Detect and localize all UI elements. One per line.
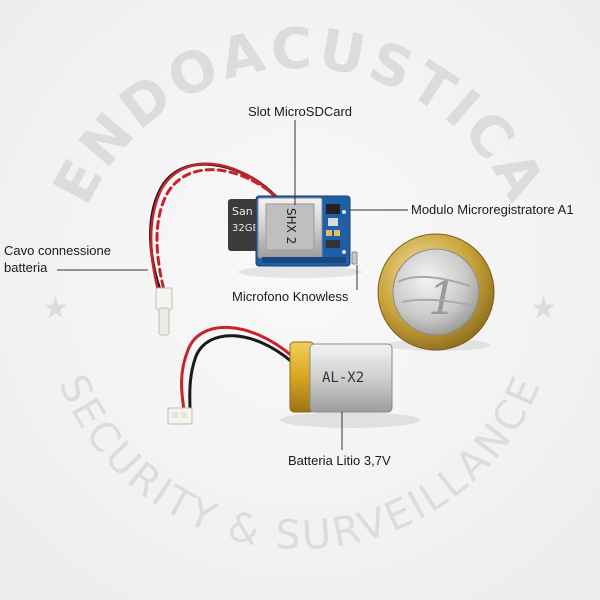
battery-marking-text: AL-X2 (322, 370, 364, 386)
sd-brand-text: San (232, 205, 253, 218)
label-modulo: Modulo Microregistratore A1 (411, 202, 574, 217)
recorder-module: SHX 2 (255, 195, 358, 267)
label-cavo-line2: batteria (4, 260, 48, 275)
euro-coin: 1 (377, 233, 495, 351)
label-batteria: Batteria Litio 3,7V (288, 453, 391, 468)
board-marking-text: SHX 2 (284, 208, 298, 244)
watermark-star-right: ★ (530, 291, 557, 326)
battery-cable (149, 162, 280, 292)
label-cavo-line1: Cavo connessione (4, 243, 111, 258)
sd-capacity-text: 32GB (232, 223, 259, 234)
battery-wires (180, 326, 294, 412)
microsd-card: San 32GB (228, 199, 264, 251)
watermark-star-left: ★ (42, 291, 69, 326)
battery-connector (167, 407, 193, 425)
label-microfono: Microfono Knowless (232, 289, 349, 304)
callout-lines (57, 120, 408, 450)
lithium-battery: AL-X2 (289, 341, 393, 413)
label-slot-microsd: Slot MicroSDCard (248, 104, 353, 119)
microphone (351, 251, 358, 265)
cable-connector (155, 287, 173, 336)
